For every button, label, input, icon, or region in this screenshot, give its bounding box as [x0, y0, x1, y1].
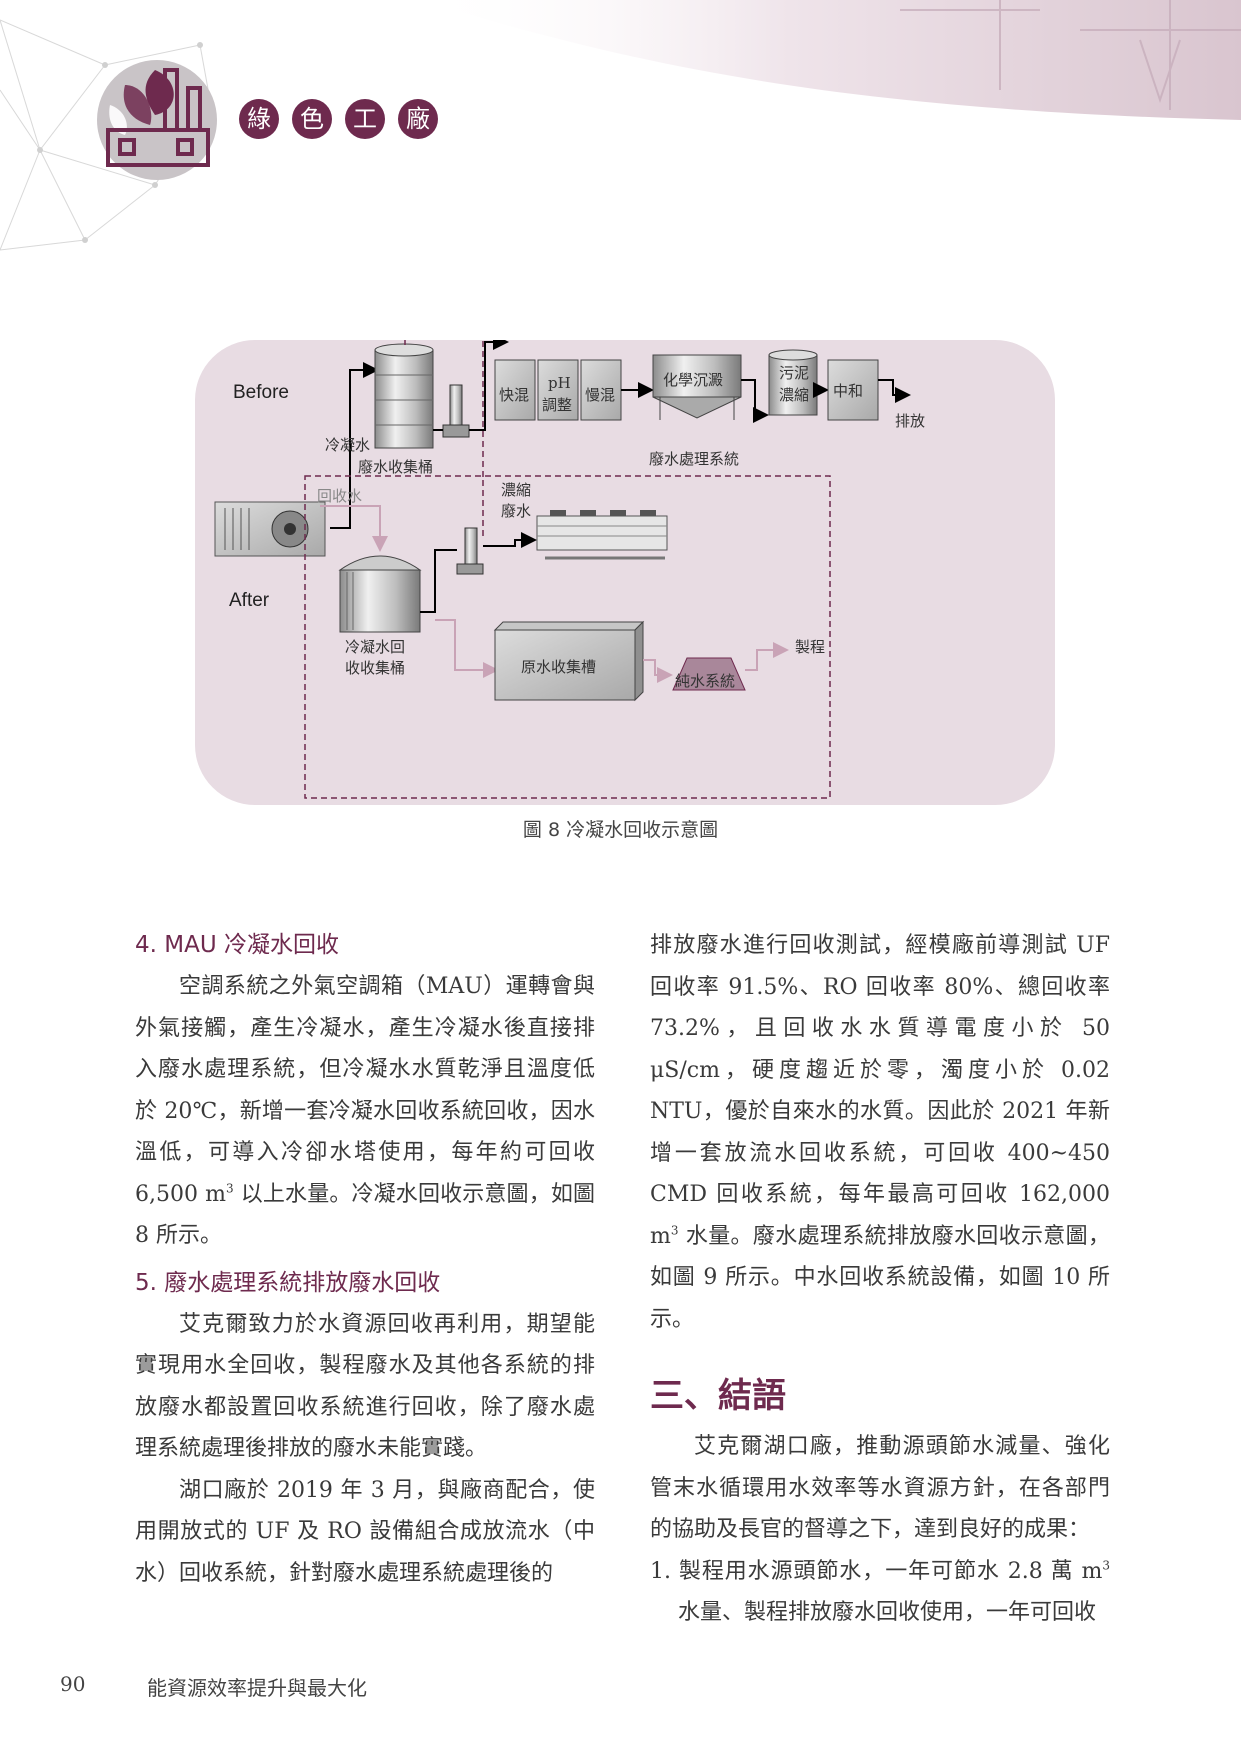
paragraph-conclusion: 艾克爾湖口廠，推動源頭節水減量、強化管末水循環用水效率等水資源方針，在各部門的協…	[650, 1434, 1110, 1542]
raw-water-tank-icon	[493, 620, 645, 702]
chem-settle-label: 化學沉澱	[663, 371, 723, 389]
left-column: 4. MAU 冷凝水回收 空調系統之外氣空調箱（MAU）運轉會與外氣接觸，產生冷…	[135, 925, 595, 1594]
chemical-settling-tank-icon	[652, 354, 742, 420]
waste-collection-tank-icon	[374, 343, 434, 449]
waste-bucket-label: 廢水收集桶	[358, 458, 433, 476]
pump-icon-after	[456, 527, 484, 575]
paragraph-mau: 空調系統之外氣空調箱（MAU）運轉會與外氣接觸，產生冷凝水，產生冷凝水後直接排入…	[135, 974, 595, 1248]
pure-water-system-icon	[672, 657, 746, 691]
header-decoration	[0, 0, 1241, 251]
neutralization-tank-icon	[827, 359, 879, 421]
process-label: 製程	[795, 638, 825, 656]
paragraph-recycle: 艾克爾致力於水資源回收再利用，期望能實現用水全回收，製程廢水及其他各系統的排放廢…	[135, 1311, 595, 1462]
cond-tank-label-1: 冷凝水回	[345, 638, 405, 656]
slow-mix-tank-icon	[580, 359, 622, 421]
diagram-panel	[195, 340, 1055, 805]
header-ribbon	[420, 0, 1241, 120]
recycled-water-label: 回收水	[317, 487, 362, 505]
slow-mix-label: 慢混	[585, 386, 615, 404]
header-badge-2: 色	[292, 99, 332, 139]
sludge-label-1: 污泥	[779, 364, 809, 382]
concentrate-label-1: 濃縮	[501, 481, 531, 499]
treatment-system-label: 廢水處理系統	[649, 450, 739, 468]
ph-adjust-tank-icon	[537, 359, 579, 421]
condensate-recovery-tank-icon	[338, 555, 422, 633]
condensate-label: 冷凝水	[325, 436, 370, 454]
sludge-thickener-icon	[768, 349, 818, 416]
raw-tank-label: 原水收集槽	[521, 658, 596, 676]
condensate-recovery-diagram: Before After 冷凝水 廢水收集桶 快混 pH 調整	[195, 340, 1055, 805]
header-badge-4: 廠	[398, 99, 438, 139]
footer-title: 能資源效率提升與最大化	[147, 1676, 367, 1700]
page-number: 90	[60, 1672, 86, 1696]
discharge-label: 排放	[895, 412, 925, 430]
ph-label-2: 調整	[542, 396, 572, 414]
pump-icon	[442, 384, 470, 438]
right-column: 排放廢水進行回收測試，經模廠前導測試 UF 回收率 91.5%、RO 回收率 8…	[650, 925, 1110, 1634]
sludge-label-2: 濃縮	[779, 386, 809, 404]
paragraph-test: 排放廢水進行回收測試，經模廠前導測試 UF 回收率 91.5%、RO 回收率 8…	[650, 933, 1110, 1332]
paragraph-hukou: 湖口廠於 2019 年 3 月，與廠商配合，使用開放式的 UF 及 RO 設備組…	[135, 1477, 595, 1586]
factory-leaf-icon	[97, 60, 217, 180]
before-label: Before	[233, 382, 289, 403]
list-item-1: 1. 製程用水源頭節水，一年可節水 2.8 萬 m3 水量、製程排放廢水回收使用…	[650, 1558, 1110, 1626]
header-badge-3: 工	[345, 99, 385, 139]
figure-caption: 圖 8 冷凝水回收示意圖	[522, 819, 719, 841]
ph-label-1: pH	[548, 374, 571, 392]
after-label: After	[229, 590, 270, 611]
section-heading-4: 4. MAU 冷凝水回收	[135, 932, 339, 958]
conclusion-heading: 三、結語	[650, 1376, 786, 1416]
header-badge-1: 綠	[239, 99, 279, 139]
after-boundary	[304, 475, 831, 799]
concentrate-label-2: 廢水	[501, 502, 531, 520]
cooling-tower-icon	[536, 510, 668, 560]
rapid-mix-label: 快混	[499, 386, 529, 404]
mau-unit-icon	[214, 501, 326, 557]
section-heading-5: 5. 廢水處理系統排放廢水回收	[135, 1269, 441, 1296]
cond-tank-label-2: 收收集桶	[345, 659, 405, 677]
pure-water-label: 純水系統	[675, 672, 735, 690]
rapid-mix-tank-icon	[494, 359, 536, 421]
neutralize-label: 中和	[833, 382, 863, 400]
